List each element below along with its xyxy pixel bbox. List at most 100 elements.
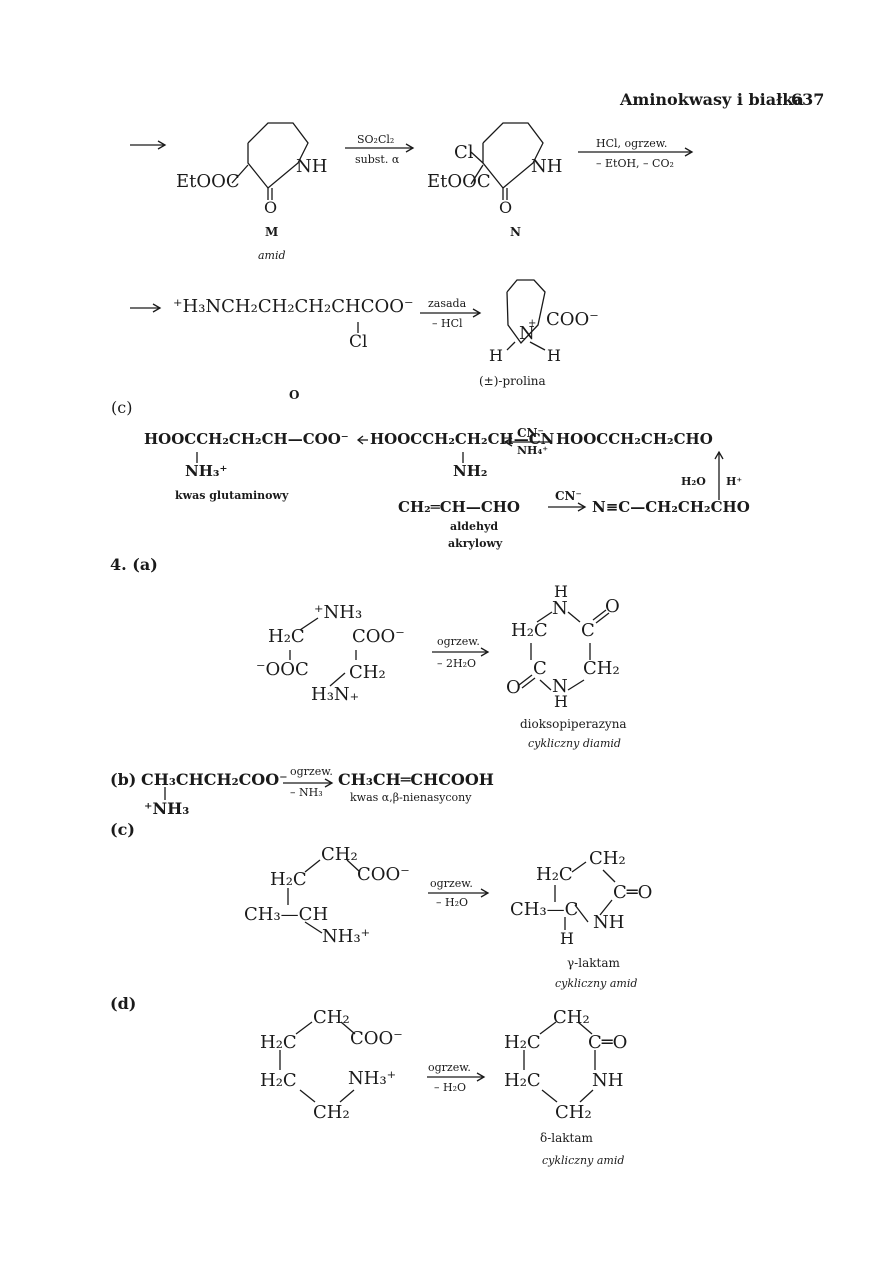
4d-product-h2c-upper: H₂C xyxy=(504,1032,541,1053)
4a-c-right: C xyxy=(581,620,595,641)
4a-h-bottom: H xyxy=(554,692,568,711)
problem-4b-label: (b) xyxy=(110,770,137,789)
4d-step-condition: ogrzew. xyxy=(428,1061,471,1074)
problem-4a-label: 4. (a) xyxy=(110,555,158,574)
aldehyde-acid: HOOCCH₂CH₂CHO xyxy=(556,430,713,448)
o-chlorine: Cl xyxy=(349,332,368,352)
hydrolysis-acid: H⁺ xyxy=(726,475,743,488)
4c-carboxylate: COO⁻ xyxy=(357,864,410,885)
ring-n-bonds xyxy=(482,122,544,189)
4c-ammonium: NH₃⁺ xyxy=(322,926,371,947)
page-number: 637 xyxy=(791,90,825,109)
proline-h-left: H xyxy=(489,346,503,365)
4c-ch3ch: CH₃—CH xyxy=(244,904,329,925)
part-c-label: (c) xyxy=(111,398,133,417)
4a-step-condition: ogrzew. xyxy=(437,635,480,648)
4c-product-h: H xyxy=(560,929,574,948)
step3-reagent: zasada xyxy=(428,297,467,310)
4b-caption: kwas α,β-nienasycony xyxy=(350,791,472,804)
4a-ammonium-bottom: H₃N₊ xyxy=(311,684,360,705)
4a-o-left: O xyxy=(506,677,521,698)
4b-product: CH₃CH═CHCOOH xyxy=(338,770,494,789)
m-oxygen: O xyxy=(264,198,278,217)
4c-step-loss: – H₂O xyxy=(436,896,469,909)
4c-h2c: H₂C xyxy=(270,869,307,890)
4d-step-loss: – H₂O xyxy=(434,1081,467,1094)
cyanide-reagent: CN⁻ xyxy=(555,489,582,503)
m-caption: amid xyxy=(258,249,286,262)
4c-caption-name: γ-laktam xyxy=(567,956,620,970)
m-nh: NH xyxy=(296,156,328,177)
proline-caption: (±)-prolina xyxy=(479,374,546,388)
4c-product-nh: NH xyxy=(593,912,625,933)
4a-o-right: O xyxy=(605,596,620,617)
4c-product-ch2: CH₂ xyxy=(589,848,626,869)
4d-product-ch2-bottom: CH₂ xyxy=(555,1102,592,1123)
4d-product-carbonyl: C═O xyxy=(588,1032,628,1053)
4c-product-h2c: H₂C xyxy=(536,864,573,885)
n-label: N xyxy=(510,225,521,239)
4b-reactant: CH₃CHCH₂COO⁻ xyxy=(141,770,288,789)
4d-ch2-top: CH₂ xyxy=(313,1007,350,1028)
acrolein-formula: CH₂═CH—CHO xyxy=(398,498,520,516)
running-head: Aminokwasy i białka xyxy=(620,90,804,109)
4d-product-ch2-top: CH₂ xyxy=(553,1007,590,1028)
4b-ammonium: ⁺NH₃ xyxy=(144,799,190,818)
4c-product-carbonyl: C═O xyxy=(613,882,653,903)
4a-carboxylate-left: ⁻OOC xyxy=(256,659,309,680)
4d-product-h2c-lower: H₂C xyxy=(504,1070,541,1091)
step3-condition: – HCl xyxy=(432,317,463,330)
4b-step-loss: – NH₃ xyxy=(290,786,323,799)
acrolein-caption-2: akrylowy xyxy=(448,537,503,550)
4d-ch2-bottom: CH₂ xyxy=(313,1102,350,1123)
4d-caption-name: δ-laktam xyxy=(540,1131,593,1145)
4d-ammonium: NH₃⁺ xyxy=(348,1068,397,1089)
4a-carboxylate: COO⁻ xyxy=(352,626,405,647)
4a-caption-type: cykliczny diamid xyxy=(528,737,621,750)
n-chlorine: Cl xyxy=(454,142,474,163)
acrolein-caption-1: aldehyd xyxy=(450,520,499,533)
step2-condition: – EtOH, – CO₂ xyxy=(596,157,674,170)
aminonitrile-formula: HOOCCH₂CH₂CH—CN xyxy=(370,430,555,448)
strecker-ammonium: NH₄⁺ xyxy=(517,444,549,457)
n-nh: NH xyxy=(531,156,563,177)
proline-carboxylate: COO⁻ xyxy=(546,309,599,330)
step2-reagent: HCl, ogrzew. xyxy=(596,137,668,150)
glutamate-caption: kwas glutaminowy xyxy=(175,489,289,502)
4d-h2c-upper: H₂C xyxy=(260,1032,297,1053)
m-substituent: EtOOC xyxy=(176,171,240,192)
4c-caption-type: cykliczny amid xyxy=(555,977,638,990)
step1-condition: subst. α xyxy=(355,153,400,166)
glutamate-formula: HOOCCH₂CH₂CH—COO⁻ xyxy=(144,430,349,448)
4c-step-condition: ogrzew. xyxy=(430,877,473,890)
4a-step-loss: – 2H₂O xyxy=(437,657,477,670)
n-substituent: EtOOC xyxy=(427,171,491,192)
4d-carboxylate: COO⁻ xyxy=(350,1028,403,1049)
4a-n-bottom: N xyxy=(552,676,568,697)
proline-ring-bonds xyxy=(506,279,546,345)
4d-product-nh: NH xyxy=(592,1070,624,1091)
strecker-reagent: CN⁻ xyxy=(517,426,544,440)
4d-caption-type: cykliczny amid xyxy=(542,1154,625,1167)
o-label: O xyxy=(289,388,300,402)
4a-n-top: N xyxy=(552,598,568,619)
m-label: M xyxy=(265,225,279,239)
4a-h-top: H xyxy=(554,582,568,601)
hydrolysis-water: H₂O xyxy=(681,475,706,488)
aminonitrile-amine: NH₂ xyxy=(453,462,488,480)
proline-h-right: H xyxy=(547,346,561,365)
proline-nitrogen: N xyxy=(519,323,535,344)
step1-reagent: SO₂Cl₂ xyxy=(357,133,395,146)
o-formula: ⁺H₃NCH₂CH₂CH₂CHCOO⁻ xyxy=(173,296,414,317)
ring-m-bonds xyxy=(247,122,309,189)
problem-4d-label: (d) xyxy=(110,994,137,1013)
4b-step-condition: ogrzew. xyxy=(290,765,333,778)
4a-h2c: H₂C xyxy=(511,620,548,641)
4d-h2c-lower: H₂C xyxy=(260,1070,297,1091)
n-oxygen: O xyxy=(499,198,513,217)
4c-product-ch3c: CH₃—C xyxy=(510,899,579,920)
4a-ch2: CH₂ xyxy=(349,662,386,683)
proline-charge: + xyxy=(528,318,537,329)
